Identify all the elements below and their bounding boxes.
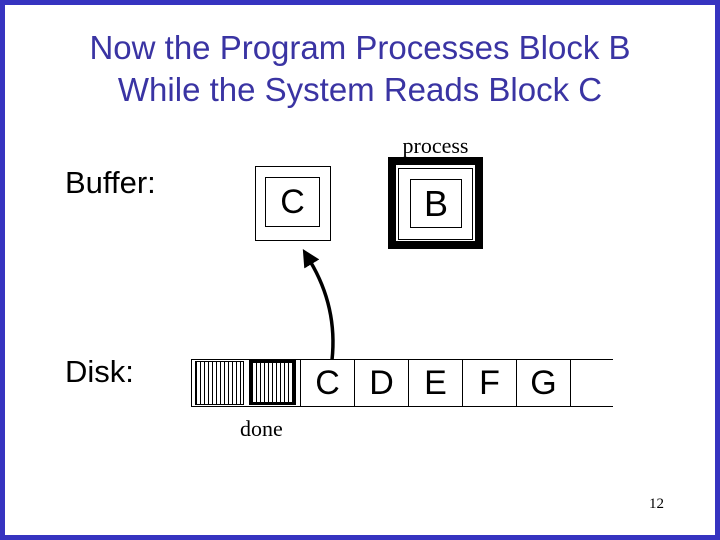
disk-block-cell-e: E <box>408 360 462 406</box>
disk-track-tail <box>570 360 613 406</box>
slide-title-line-1: Now the Program Processes Block B <box>89 29 631 66</box>
slide-title: Now the Program Processes Block B While … <box>33 27 687 111</box>
disk-label: Disk: <box>65 354 134 389</box>
disk-block-letter: C <box>315 364 340 402</box>
buffer-label: Buffer: <box>65 165 156 200</box>
slide-title-line-2: While the System Reads Block C <box>117 71 603 108</box>
disk-block-cell-d: D <box>354 360 408 406</box>
buffer-slot-b-letter: B <box>423 182 448 224</box>
buffer-slot-c-inner: C <box>265 177 320 227</box>
buffer-slot-b: B <box>398 168 473 240</box>
buffer-slot-c-letter: C <box>280 182 305 221</box>
done-label: done <box>240 416 283 441</box>
done-block-hatch-icon-2 <box>249 360 296 405</box>
buffer-slot-b-inner: B <box>410 179 462 228</box>
disk-block-cell-c: C <box>300 360 354 406</box>
done-block-hatch-icon-1 <box>195 361 244 405</box>
disk-track: C D E F G <box>191 359 613 407</box>
disk-block-cell-f: F <box>462 360 516 406</box>
page-number: 12 <box>649 496 664 512</box>
process-label: process <box>402 133 469 158</box>
buffer-slot-c: C <box>255 166 331 241</box>
disk-done-zone <box>192 360 300 406</box>
disk-block-letter: D <box>369 364 394 402</box>
disk-block-letter: F <box>479 364 500 402</box>
disk-block-letter: E <box>424 364 447 402</box>
disk-block-cell-g: G <box>516 360 570 406</box>
disk-block-letter: G <box>530 364 557 402</box>
buffer-slot-b-process-frame: B <box>388 157 483 249</box>
